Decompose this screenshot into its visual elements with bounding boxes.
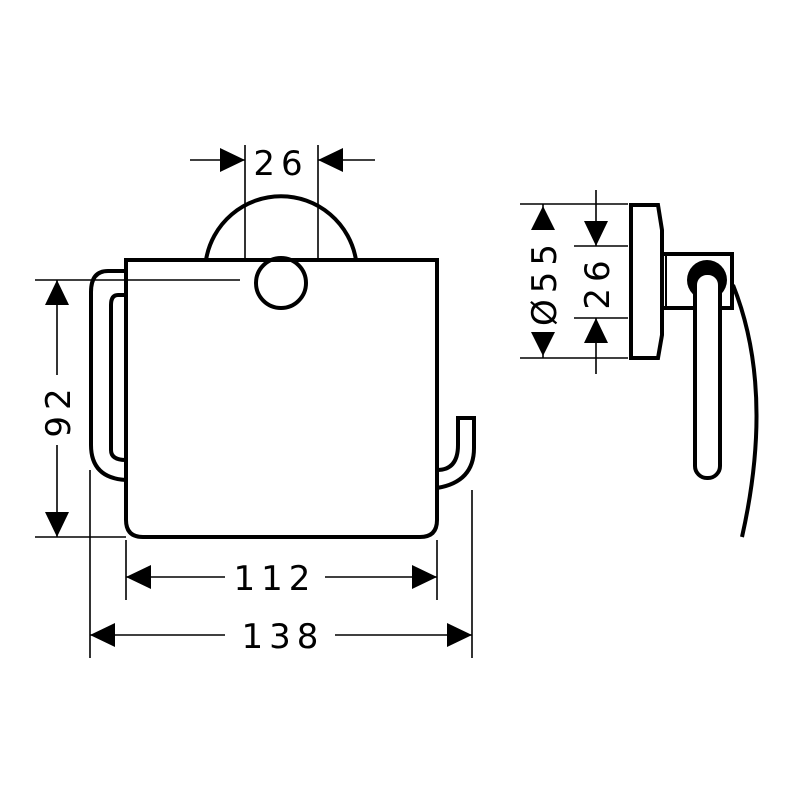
dimension-26-top: 26: [190, 144, 375, 262]
dim-bracket-height-label: 26: [578, 254, 618, 309]
side-view: [629, 203, 759, 538]
dim-rosette-width-label: 26: [253, 144, 308, 184]
dim-cover-width-label: 112: [234, 559, 317, 599]
rosette-arc: [204, 194, 358, 261]
dim-overall-width-label: 138: [242, 617, 325, 657]
roll-bar: [693, 271, 722, 480]
dimension-138: 138: [89, 470, 473, 658]
rosette-center: [254, 256, 308, 310]
wall-plate: [629, 203, 664, 360]
paper-flap: [731, 284, 759, 538]
dimension-112: 112: [125, 540, 438, 600]
right-hook: [436, 416, 476, 490]
left-handle-inner: [109, 293, 127, 462]
dimension-26-side: 26: [574, 190, 628, 374]
dimension-92: 92: [35, 279, 240, 538]
dim-height-label: 92: [39, 382, 79, 437]
dimension-diameter-55: Ø55: [520, 203, 628, 359]
dim-rosette-diameter-label: Ø55: [525, 238, 565, 326]
left-handle: [89, 269, 127, 482]
front-view: [89, 194, 476, 539]
cover-plate: [124, 258, 439, 539]
